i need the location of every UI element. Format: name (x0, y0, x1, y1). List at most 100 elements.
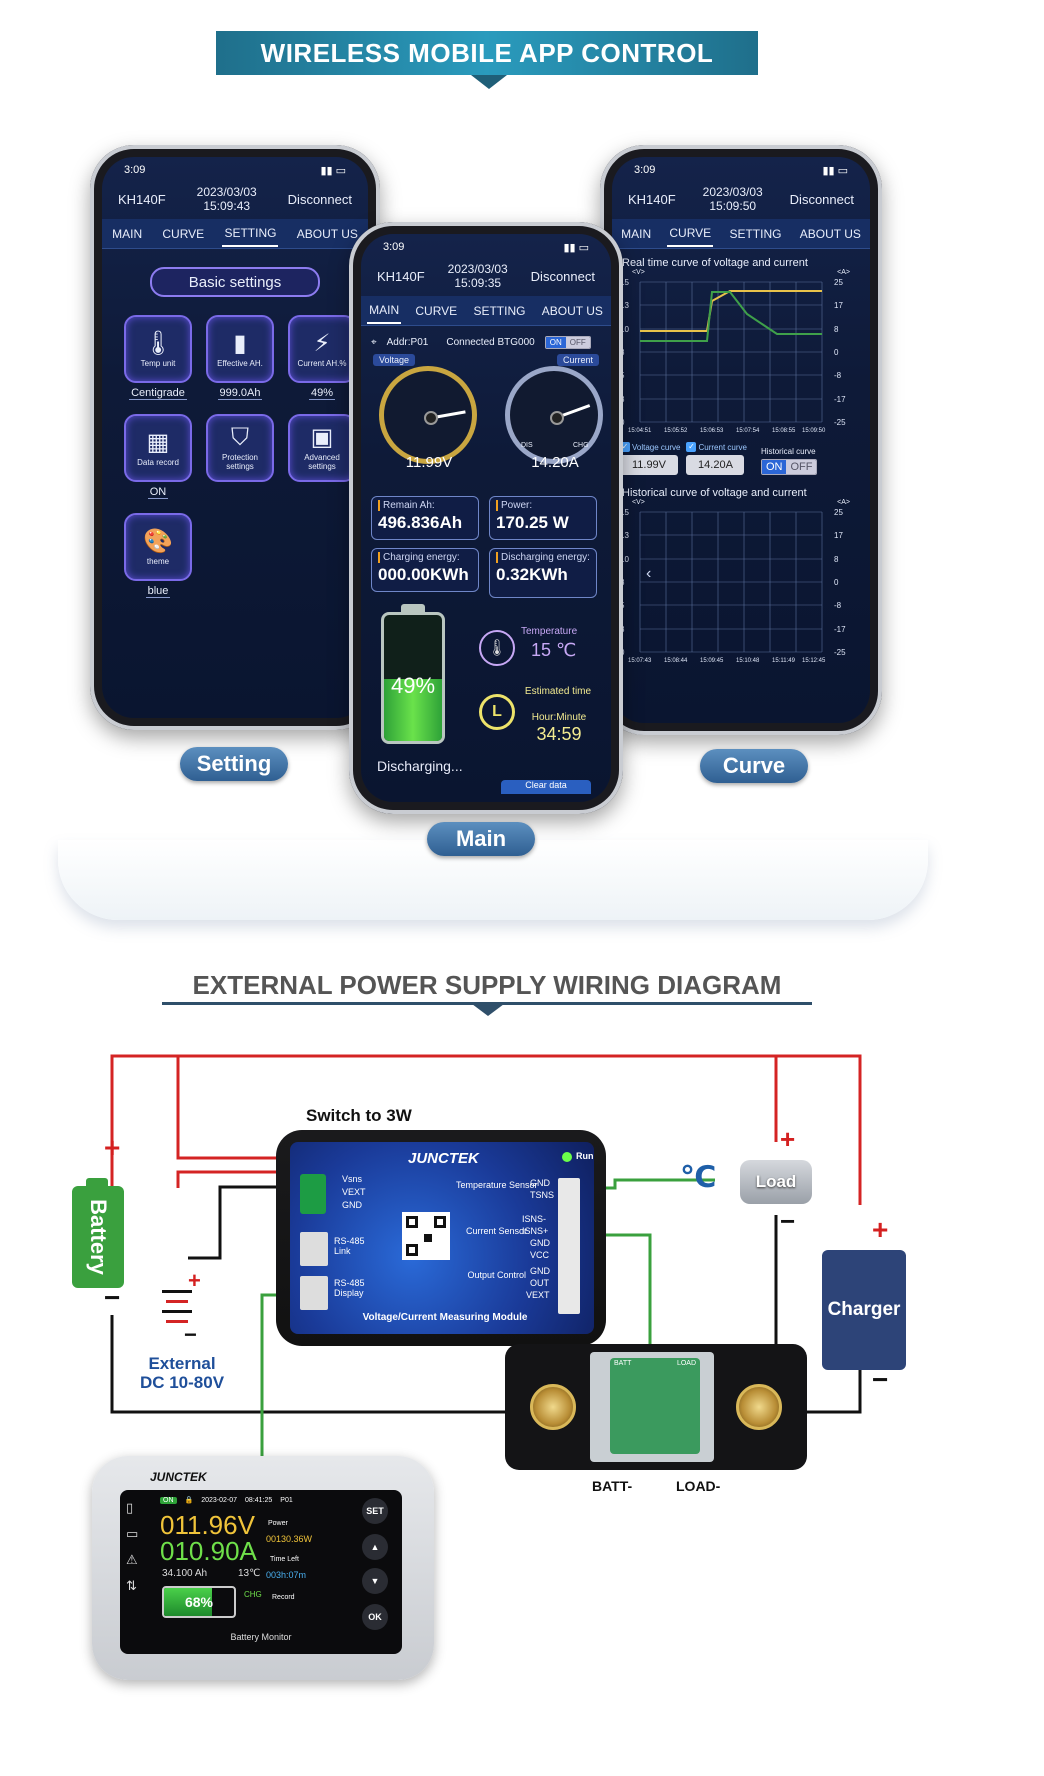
current-curve-checkbox[interactable]: ✓Current curve (686, 442, 747, 452)
app-control-banner: WIRELESS MOBILE APP CONTROL (216, 31, 758, 75)
voltage-gauge (379, 366, 477, 464)
tab-setting[interactable]: SETTING (222, 221, 279, 247)
batt-minus-label: BATT- (592, 1478, 633, 1494)
tab-curve[interactable]: CURVE (415, 303, 458, 318)
down-button[interactable]: ▼ (362, 1568, 388, 1594)
tick-x: 15:04:51 (628, 428, 652, 434)
status-time: 3:09 (383, 241, 405, 253)
load-bolt (736, 1384, 782, 1430)
phone-icon[interactable]: ▭ (126, 1526, 139, 1541)
discharge-state: Discharging... (377, 758, 463, 774)
tick-right: -17 (834, 395, 846, 404)
ok-button[interactable]: OK (362, 1604, 388, 1630)
address-label: Addr:P01 (386, 337, 429, 348)
tab-about-us[interactable]: ABOUT US (799, 226, 861, 241)
monitor-voltage: 011.96V (160, 1510, 255, 1540)
estimated-time-label: Estimated time (524, 686, 592, 697)
tab-about-us[interactable]: ABOUT US (296, 226, 358, 241)
tile-temp-unit[interactable]: 🌡Temp unit Centigrade (122, 315, 194, 400)
set-button[interactable]: SET (362, 1498, 388, 1524)
voltage-curve-checkbox[interactable]: ✓Voltage curve (620, 442, 681, 452)
device-name: KH140F (377, 268, 425, 284)
tab-setting[interactable]: SETTING (729, 226, 782, 241)
wiring-diagram-title: EXTERNAL POWER SUPPLY WIRING DIAGRAM (192, 970, 782, 1000)
tick-left: 13 (620, 301, 629, 310)
status-time: 3:09 (634, 164, 656, 176)
tile-theme[interactable]: 🎨theme blue (122, 513, 194, 598)
lock-icon: 🔒 (184, 1497, 194, 1504)
disconnect-button[interactable]: Disconnect (530, 268, 595, 284)
tab-setting[interactable]: SETTING (473, 303, 526, 318)
header-date: 2023/03/03 (702, 185, 763, 199)
tile-effective-ah[interactable]: ▮Effective AH. 999.0Ah (204, 315, 276, 400)
monitor-icon: ▣ (310, 424, 334, 451)
module-name: Voltage/Current Measuring Module (362, 1312, 528, 1323)
battery-mode-icon[interactable]: ▯ (126, 1500, 134, 1515)
remain-ah-value: 496.836Ah (378, 513, 463, 532)
tile-value: Centigrade (129, 387, 187, 400)
tick-x: 15:09:50 (802, 428, 826, 434)
current-reading: 14.20A (531, 454, 579, 471)
tile-advanced[interactable]: ▣Advanced settings (286, 414, 358, 499)
tab-main[interactable]: MAIN (367, 298, 402, 324)
tile-label: theme (146, 556, 170, 566)
tick-right: -25 (834, 418, 846, 427)
chg-label: CHG (573, 442, 589, 449)
monitor-current: 010.90A (160, 1536, 257, 1566)
tile-current-ah[interactable]: ⚡Current AH.% 49% (286, 315, 358, 400)
battery-label: Battery (86, 1199, 111, 1275)
tab-curve[interactable]: CURVE (162, 226, 205, 241)
tab-main[interactable]: MAIN (621, 226, 652, 241)
up-button[interactable]: ▲ (362, 1534, 388, 1560)
tile-value: ON (147, 486, 169, 499)
module-brand: JUNCTEK (408, 1150, 479, 1167)
tile-value: blue (145, 585, 171, 598)
chevron-left-icon[interactable]: ‹ (646, 565, 651, 582)
banner-arrow (471, 75, 507, 89)
external-positive: + (188, 1268, 201, 1293)
disconnect-button[interactable]: Disconnect (287, 191, 352, 207)
monitor-ah: 34.100 Ah (162, 1568, 208, 1579)
tile-protection[interactable]: ⛉Protection settings (204, 414, 276, 499)
thermometer-icon: 🌡 (479, 630, 515, 666)
power-card: Power:170.25 W (489, 496, 597, 540)
monitor-battery-fill (164, 1588, 212, 1616)
spreadsheet-icon: ▦ (146, 428, 170, 456)
tab-main[interactable]: MAIN (112, 226, 143, 241)
charger-negative: − (872, 1364, 889, 1395)
status-icons: ▮▮ ▭ (320, 164, 346, 177)
dis-label: DIS (521, 442, 533, 449)
battery-charge-icon: ⚡ (313, 329, 331, 357)
location-pin-icon: ⌖ (371, 337, 377, 348)
alarm-icon[interactable]: ⚠ (126, 1552, 138, 1567)
tick-right: 0 (834, 348, 839, 357)
header-date: 2023/03/03 (447, 262, 508, 276)
external-positive-wire (176, 1170, 300, 1188)
unit-volt: <V> (632, 269, 645, 276)
unit-volt: <V> (632, 499, 645, 506)
tab-curve[interactable]: CURVE (667, 221, 714, 247)
external-negative: − (184, 1322, 197, 1347)
tab-about-us[interactable]: ABOUT US (541, 303, 603, 318)
tick-x: 15:10:48 (736, 658, 760, 664)
header-time: 15:09:43 (203, 199, 251, 213)
run-label: Run (576, 1151, 594, 1161)
clear-data-button[interactable]: Clear data (501, 780, 591, 794)
tab-bar: MAIN CURVE SETTING ABOUT US (102, 219, 368, 249)
swap-icon[interactable]: ⇅ (126, 1578, 137, 1593)
tick-x: 15:07:43 (628, 658, 652, 664)
load-positive: + (780, 1124, 796, 1154)
tick-right: 8 (834, 555, 839, 564)
disconnect-button[interactable]: Disconnect (789, 191, 854, 207)
header-date: 2023/03/03 (196, 185, 257, 199)
charging-energy-value: 000.00KWh (378, 565, 469, 584)
battery-positive: + (104, 1132, 121, 1163)
tile-data-record[interactable]: ▦Data record ON (122, 414, 194, 499)
